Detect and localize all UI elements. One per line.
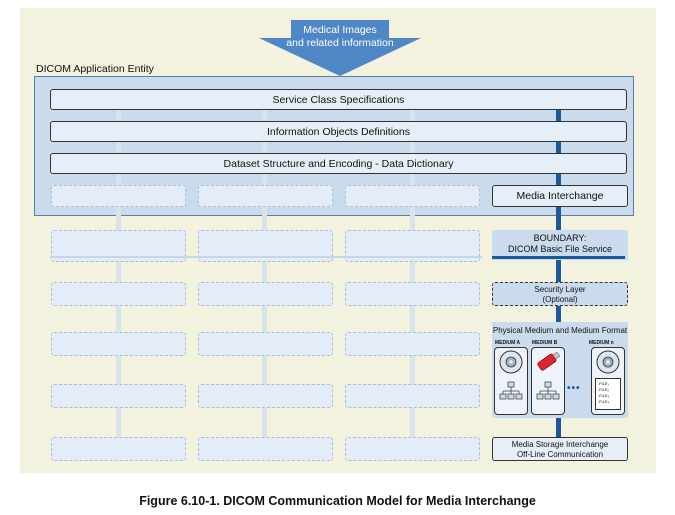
- placeholder-box: [198, 437, 333, 461]
- medium-n-card: .FILE₁ .FILE₂ .FILE₃ .FILE₄: [591, 347, 625, 415]
- medium-b-card: [531, 347, 565, 415]
- boundary-line1: BOUNDARY:: [533, 233, 587, 243]
- file-list-icon: .FILE₁ .FILE₂ .FILE₃ .FILE₄: [595, 378, 621, 410]
- security-line2: (Optional): [542, 295, 578, 304]
- placeholder-box: [198, 282, 333, 306]
- medium-a-card: [494, 347, 528, 415]
- input-arrow: [259, 20, 421, 76]
- placeholder-box: [345, 384, 480, 408]
- placeholder-box: [51, 437, 186, 461]
- media-interchange-box: Media Interchange: [492, 185, 628, 207]
- boundary-box: BOUNDARY: DICOM Basic File Service: [492, 230, 628, 260]
- file-label: .FILE₄: [598, 399, 610, 404]
- placeholder-box: [198, 332, 333, 356]
- placeholder-box: [345, 332, 480, 356]
- placeholder-box: [345, 437, 480, 461]
- service-class-bar: Service Class Specifications: [50, 89, 627, 110]
- placeholder-box: [51, 185, 186, 207]
- file-label: .FILE₃: [598, 393, 610, 398]
- application-entity-label: DICOM Application Entity: [36, 63, 154, 75]
- folder-tree-icon: [499, 381, 523, 400]
- placeholder-box: [198, 384, 333, 408]
- boundary-line-faint: [50, 256, 482, 258]
- security-line1: Security Layer: [534, 285, 586, 294]
- placeholder-box: [51, 384, 186, 408]
- file-label: .FILE₁: [598, 381, 609, 386]
- medium-a-label: MEDIUM A: [495, 340, 521, 346]
- file-label: .FILE₂: [598, 387, 610, 392]
- boundary-line2: DICOM Basic File Service: [507, 244, 613, 254]
- arrow-label-line1: Medical Images: [303, 24, 377, 36]
- placeholder-box: [345, 185, 480, 207]
- storage-line2: Off-Line Communication: [516, 450, 604, 459]
- ellipsis-dots: •••: [567, 383, 581, 394]
- placeholder-box: [345, 282, 480, 306]
- physical-medium-title: Physical Medium and Medium Format: [492, 326, 628, 335]
- arrow-label: Medical Images and related information: [255, 24, 425, 50]
- placeholder-box: [198, 185, 333, 207]
- cd-disc-icon: [499, 350, 523, 400]
- security-layer-box: Security Layer (Optional): [492, 282, 628, 306]
- folder-tree-icon: [536, 381, 560, 400]
- boundary-line: [492, 256, 625, 259]
- arrow-label-line2: and related information: [286, 37, 394, 49]
- media-path-line: [556, 110, 561, 440]
- medium-b-label: MEDIUM B: [532, 340, 558, 346]
- media-storage-box: Media Storage Interchange Off-Line Commu…: [492, 437, 628, 461]
- dataset-bar: Dataset Structure and Encoding - Data Di…: [50, 153, 627, 174]
- placeholder-box: [51, 282, 186, 306]
- medium-n-label: MEDIUM n: [589, 340, 614, 346]
- placeholder-box: [51, 332, 186, 356]
- figure-caption: Figure 6.10-1. DICOM Communication Model…: [139, 494, 536, 508]
- usb-drive-icon: [536, 351, 561, 400]
- iod-bar: Information Objects Definitions: [50, 121, 627, 142]
- cd-disc-icon: [596, 350, 620, 374]
- storage-line1: Media Storage Interchange: [511, 440, 609, 449]
